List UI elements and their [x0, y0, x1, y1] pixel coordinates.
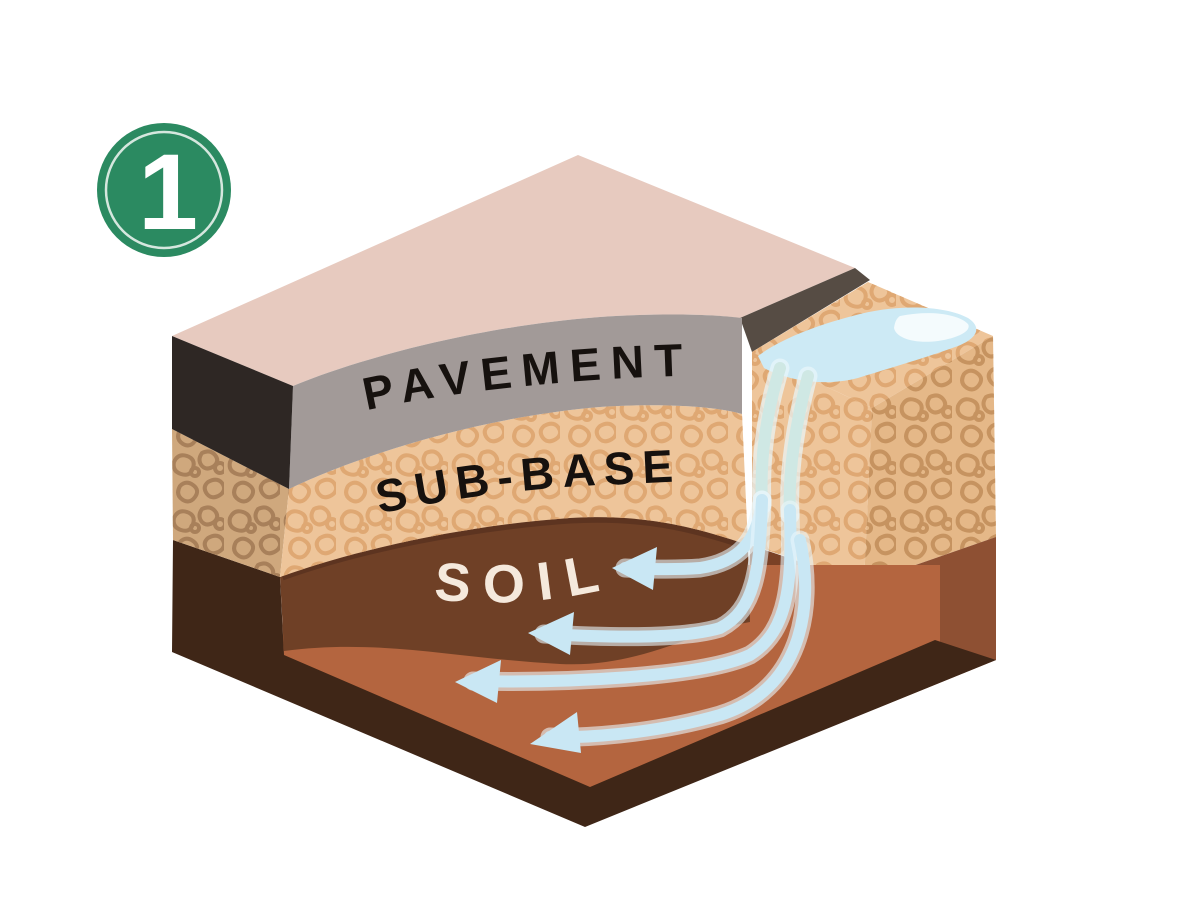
step-badge-inner-ring: [104, 130, 224, 250]
water-flow: [455, 307, 977, 753]
subbase-layer: [172, 405, 748, 577]
soil-band-top-shadow: [280, 513, 748, 581]
bottom-rim-and-left-soil-face: [172, 540, 996, 827]
step-badge-number: 1: [138, 131, 198, 252]
surface-top: [172, 155, 855, 386]
basin-stream-2: [538, 494, 768, 643]
water-arrowhead-4: [530, 712, 581, 753]
step-badge: 1: [97, 123, 231, 257]
water-arrowheads: [455, 547, 657, 753]
subbase-side-texture: [172, 429, 289, 577]
water-pool-highlight: [894, 313, 969, 342]
water-arrowhead-1: [612, 547, 657, 590]
water-arrowhead-3: [455, 660, 501, 703]
basin-streams: [463, 490, 815, 747]
water-arrowhead-2: [528, 612, 574, 655]
pavement-layer: [172, 314, 742, 489]
subbase-front-texture: [280, 405, 748, 577]
pavement-cut-edge: [740, 268, 870, 352]
corner-block-right-texture: [864, 336, 996, 583]
step-badge-disc: [97, 123, 231, 257]
basin-stream-4: [544, 534, 812, 744]
basin-stream-3: [467, 504, 797, 688]
pavement-front-band: [289, 314, 742, 489]
pavement-side-face: [172, 336, 293, 489]
